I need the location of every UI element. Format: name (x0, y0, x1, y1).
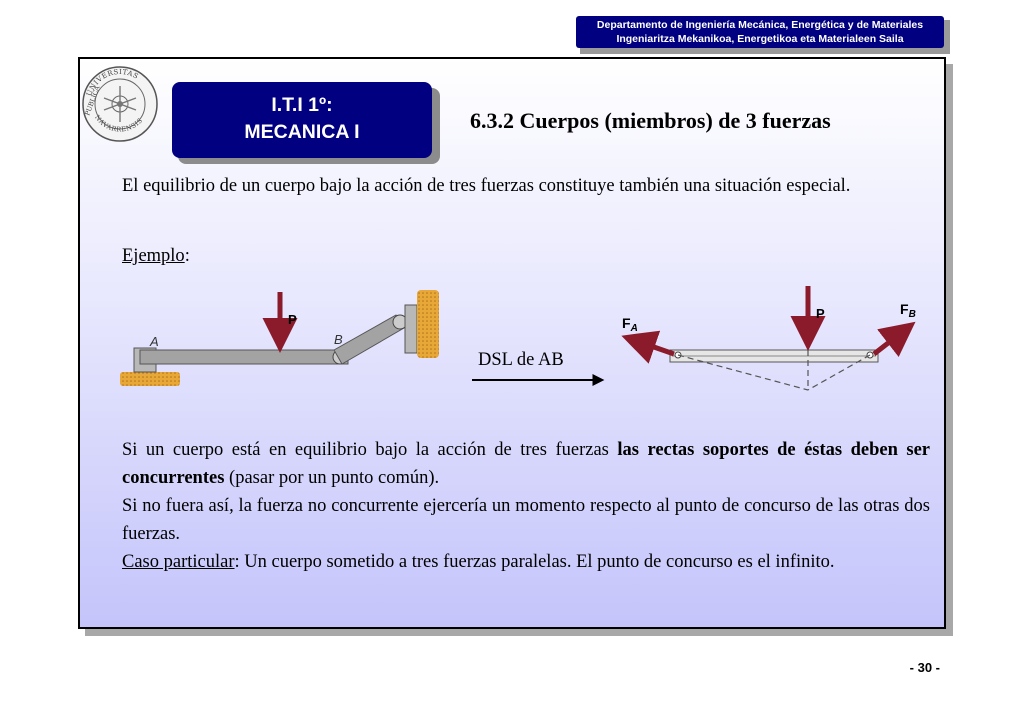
label-p-structure: P (288, 312, 297, 327)
university-seal-logo: UNIVERSITAS NAVARRENSIS PUBLICA (82, 66, 158, 142)
label-fa-main: F (622, 315, 631, 331)
wall-support (417, 290, 439, 358)
body-paragraph-3: Caso particular: Un cuerpo sometido a tr… (122, 548, 930, 576)
course-badge-line2: MECANICA I (244, 121, 360, 143)
label-fa: FA (622, 315, 638, 334)
wall-bracket (404, 304, 418, 354)
three-force-member-diagram: P A B P FA FB (120, 286, 916, 391)
special-case-label: Caso particular (122, 552, 235, 572)
beam-ab (139, 349, 349, 365)
label-fb: FB (900, 301, 916, 320)
example-label-colon: : (184, 246, 190, 266)
course-badge: I.T.I 1º: MECANICA I (172, 82, 432, 158)
body-paragraph-1: Si un cuerpo está en equilibrio bajo la … (122, 436, 930, 492)
label-fb-main: F (900, 301, 909, 317)
section-title: 6.3.2 Cuerpos (miembros) de 3 fuerzas (470, 108, 831, 133)
force-arrow-fb (872, 321, 916, 358)
body-p1-bold: las rectas soportes de éstas deben ser c… (122, 440, 931, 488)
free-body-diagram: P FA FB (621, 286, 916, 391)
page-number: - 30 - (909, 660, 940, 675)
example-label-text: Ejemplo (122, 246, 185, 266)
department-name-es: Departamento de Ingeniería Mecánica, Ene… (596, 19, 924, 31)
dsl-label: DSL de AB (478, 350, 564, 370)
intro-paragraph: El equilibrio de un cuerpo bajo la acció… (122, 176, 851, 196)
course-badge-line1: I.T.I 1º: (271, 94, 333, 116)
label-p-fbd: P (816, 306, 825, 321)
structure-drawing: P A B (120, 290, 439, 386)
special-case-text: : Un cuerpo sometido a tres fuerzas para… (234, 552, 835, 572)
label-b: B (334, 332, 343, 347)
body-paragraph-2: Si no fuera así, la fuerza no concurrent… (122, 496, 930, 544)
body-p1-post: (pasar por un punto común). (224, 468, 440, 488)
ground-support-a (120, 372, 180, 386)
department-name-eu: Ingeniaritza Mekanikoa, Energetikoa eta … (616, 33, 904, 45)
body-text: Si un cuerpo está en equilibrio bajo la … (122, 436, 930, 576)
example-label: Ejemplo: (122, 242, 190, 270)
line-of-action-a (677, 354, 809, 391)
body-p1-pre: Si un cuerpo está en equilibrio bajo la … (122, 440, 618, 460)
line-of-action-b (807, 354, 871, 391)
force-arrow-fa (621, 330, 675, 364)
department-banner: Departamento de Ingeniería Mecánica, Ene… (576, 16, 944, 48)
label-a: A (149, 334, 159, 349)
label-fb-sub: B (909, 309, 916, 320)
label-fa-sub: A (630, 323, 638, 334)
